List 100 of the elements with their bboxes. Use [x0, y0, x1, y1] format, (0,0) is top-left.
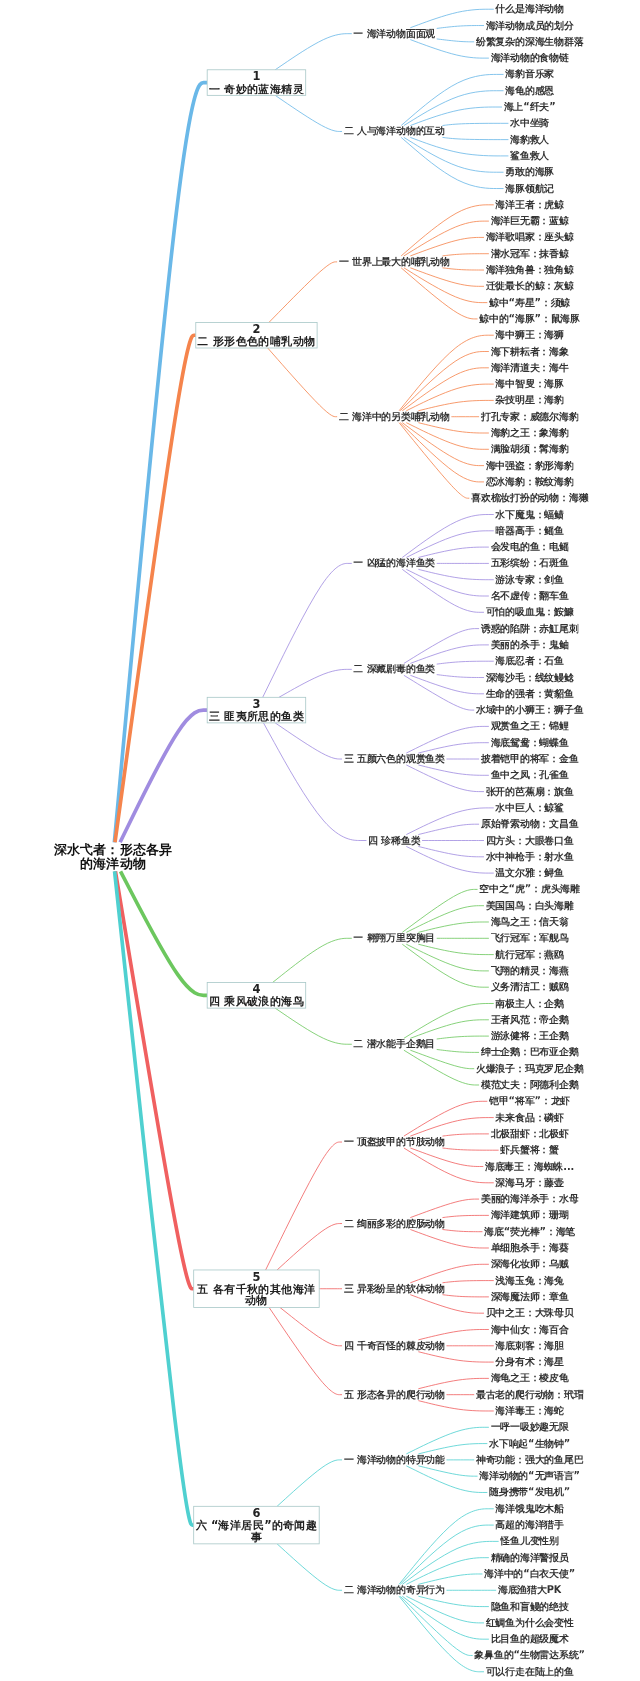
node-text: 三 五颜六色的观赏鱼类	[343, 753, 445, 765]
connector	[442, 1280, 495, 1284]
node-text: 海底鸳鸯：蝴蝶鱼	[490, 736, 569, 749]
node-text: 披着铠甲的将军：金鱼	[480, 753, 579, 765]
connector	[399, 422, 485, 483]
connector	[405, 1595, 485, 1624]
node-text: 单细胞杀手：海葵	[490, 1242, 569, 1254]
node-text: 海底渔猎大PK	[497, 1584, 562, 1596]
node-text: 海鸟之王：信天翁	[490, 916, 569, 928]
node-text: 海底忍者：石鱼	[495, 655, 564, 667]
node-text: 海中强盗：豹形海豹	[485, 459, 574, 472]
connector	[318, 1288, 343, 1290]
node-text: 打孔专家：威德尔海豹	[480, 410, 579, 423]
connector	[398, 1595, 485, 1673]
connector	[450, 416, 480, 418]
connector	[401, 943, 490, 988]
connector	[405, 905, 485, 933]
connector	[446, 1589, 497, 1591]
connector	[274, 1007, 353, 1045]
connector	[405, 1426, 490, 1455]
node-text: 精确的海洋警报员	[490, 1551, 569, 1564]
connector	[417, 568, 495, 581]
connector	[265, 1141, 343, 1271]
node-text: 深水弋者：形态各异的海洋动物	[54, 842, 172, 871]
node-text: 勇敢的海豚	[505, 166, 554, 178]
node-text: 王者风范：帝企鹅	[490, 1013, 569, 1026]
node-text: 鱼中之凤：孔雀鱼	[490, 769, 569, 781]
connector	[417, 400, 495, 412]
node-text: 五 形态各异的爬行动物	[343, 1388, 445, 1401]
connector	[112, 80, 208, 843]
connector	[401, 889, 478, 933]
node-text: 海洋中的“白衣天使”	[483, 1568, 576, 1580]
node-text: 海豹救人	[509, 133, 550, 146]
connector	[112, 871, 195, 1527]
connector	[118, 708, 208, 844]
connector	[400, 204, 495, 257]
node-text: 水下响起“生物钟”	[488, 1437, 571, 1450]
connector	[446, 1394, 475, 1396]
connector	[417, 943, 495, 955]
node-text: 虾兵蟹将：蟹	[500, 1144, 559, 1156]
node-text: 海龟的感恩	[505, 84, 554, 97]
connector	[417, 1351, 495, 1363]
node-text: 水中坐骑	[509, 117, 550, 129]
node-text: 铠甲“将军”：龙虾	[488, 1095, 571, 1107]
node-text: 一 海洋动物的特异功能	[343, 1453, 445, 1466]
connector	[403, 1147, 495, 1184]
node-box: 6 六 “海洋居民”的奇闻趣事	[193, 1505, 320, 1545]
connector	[267, 347, 338, 418]
node-text: 迁徙最长的鲸：灰鲸	[485, 280, 574, 292]
connector	[400, 267, 478, 320]
connector	[446, 1345, 495, 1347]
node-text: 四 千奇百怪的棘皮动物	[343, 1339, 445, 1352]
connector	[403, 90, 504, 126]
node-text: 四方头：大眼卷口鱼	[485, 834, 574, 846]
node-text: 海上“纤夫”	[503, 101, 556, 113]
node-text: 高超的海洋猎手	[495, 1519, 564, 1531]
connector	[442, 122, 509, 126]
connector	[417, 1329, 490, 1341]
node-text: 海下耕耘者：海象	[490, 345, 569, 357]
connector	[409, 267, 485, 287]
connector	[403, 1100, 488, 1137]
connector	[398, 334, 495, 412]
node-text: 海中狮王：海狮	[495, 329, 564, 341]
node-text: 一呼一吸妙趣无限	[490, 1421, 569, 1433]
node-text: 五彩缤纷：石斑鱼	[490, 557, 569, 569]
connector	[268, 261, 338, 323]
connector	[268, 1307, 343, 1396]
node-text: 海洋动物成员的划分	[485, 19, 574, 31]
connector	[409, 1294, 485, 1314]
node-text: 二 海洋动物的奇异行为	[343, 1584, 445, 1596]
connector	[262, 563, 353, 698]
node-text: 隐鱼和盲鳗的绝技	[490, 1600, 569, 1613]
node-text: 未来食品：磷虾	[495, 1111, 564, 1124]
node-text: 分身有术：海星	[495, 1356, 564, 1368]
connector	[417, 1595, 490, 1607]
connector	[436, 563, 490, 564]
node-text: 随身携带“发电机”	[488, 1486, 571, 1498]
connector	[436, 1035, 490, 1040]
connector	[436, 660, 495, 665]
connector	[405, 807, 495, 835]
node-text: 一 凶猛的海洋鱼类	[353, 557, 435, 569]
connector	[274, 33, 353, 71]
connector	[446, 758, 480, 760]
connector	[398, 422, 470, 499]
node-text: 浅海玉兔：海兔	[495, 1274, 564, 1287]
connector	[399, 351, 490, 412]
node-text: 美丽的杀手：鬼鲉	[490, 638, 569, 651]
connector	[403, 137, 504, 173]
connector	[417, 546, 490, 558]
node-text: 二 深藏剧毒的鱼类	[353, 663, 435, 675]
node-text: 比目鱼的超级魔术	[490, 1633, 569, 1645]
node-text: 一 世界上最大的哺乳动物	[338, 255, 450, 268]
connector	[409, 39, 490, 59]
connector	[405, 1557, 490, 1585]
connector	[274, 722, 343, 760]
connector	[276, 1459, 343, 1507]
node-text: 一 海洋动物面面观	[353, 27, 435, 40]
node-text: 怪鱼儿变性别	[500, 1535, 559, 1547]
connector	[405, 422, 490, 450]
connector	[417, 764, 490, 776]
